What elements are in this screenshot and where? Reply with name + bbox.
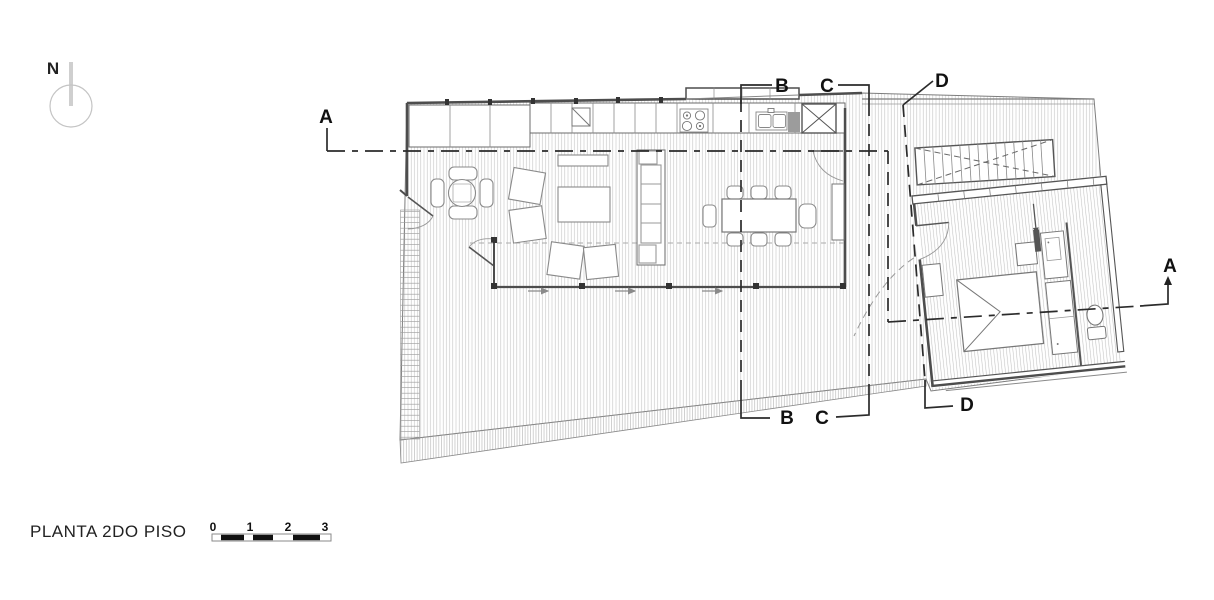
section-marker-c-top: C bbox=[820, 76, 834, 97]
bedroom-east-window bbox=[1100, 183, 1125, 353]
stair-direction-arrow bbox=[1032, 203, 1039, 234]
section-marker-b-bottom: B bbox=[780, 408, 794, 429]
north-circle bbox=[49, 84, 93, 128]
terrace-railing bbox=[491, 237, 846, 289]
bedroom-volume bbox=[910, 175, 1127, 392]
section-marker-a-right: A bbox=[1163, 256, 1177, 277]
section-c-leader-bottom bbox=[835, 392, 870, 418]
side-stair-strip bbox=[400, 209, 420, 440]
bath-cabinet bbox=[1039, 230, 1069, 280]
section-b-leader-bottom bbox=[740, 392, 770, 419]
section-b-leader-top bbox=[740, 84, 772, 104]
scale-bar: 0 1 2 3 bbox=[210, 520, 332, 542]
section-marker-c-bottom: C bbox=[815, 408, 829, 429]
duct-box bbox=[801, 103, 837, 134]
plan-title: PLANTA 2DO PISO bbox=[30, 522, 186, 541]
balcony-edge bbox=[945, 371, 1127, 392]
floor-cushions bbox=[507, 166, 620, 281]
living-furniture bbox=[430, 149, 817, 281]
oven-icon bbox=[571, 107, 591, 127]
section-marker-b-top: B bbox=[775, 76, 789, 97]
planter-strip bbox=[399, 378, 927, 464]
sink-icon bbox=[755, 108, 788, 131]
sofa-bench bbox=[557, 154, 609, 167]
section-c-leader-top bbox=[838, 84, 870, 104]
toilet-icon bbox=[1086, 304, 1107, 341]
counter-dividers bbox=[550, 102, 796, 134]
section-d-leader-bottom bbox=[924, 380, 954, 409]
round-table-set bbox=[430, 166, 494, 220]
kitchen-area bbox=[408, 87, 846, 148]
roof-below-dashed-arc bbox=[853, 251, 925, 337]
facade-posts bbox=[445, 97, 663, 105]
section-d-leader-top bbox=[902, 80, 934, 106]
wardrobe bbox=[1044, 279, 1079, 356]
section-lines bbox=[326, 80, 1172, 419]
kitchen-bay-window bbox=[685, 87, 800, 100]
stove-icon bbox=[679, 108, 709, 133]
nightstand bbox=[1014, 241, 1039, 267]
bed bbox=[956, 271, 1045, 353]
shelf-unit bbox=[636, 149, 666, 266]
north-indicator: N bbox=[47, 59, 93, 128]
bedroom-closet bbox=[921, 262, 944, 298]
low-table bbox=[557, 186, 611, 223]
bedroom-north-window bbox=[911, 175, 1108, 205]
scale-label-0: 0 bbox=[210, 520, 217, 534]
living-volume-walls bbox=[399, 91, 863, 295]
dining-table bbox=[721, 198, 797, 233]
east-wall-cabinet bbox=[831, 183, 845, 241]
section-marker-a-left: A bbox=[319, 107, 333, 128]
bedroom-door bbox=[915, 221, 950, 260]
scale-label-3: 3 bbox=[322, 520, 329, 534]
north-label: N bbox=[47, 59, 59, 78]
rear-parapet bbox=[862, 98, 1094, 105]
entry-closet bbox=[408, 104, 531, 148]
scale-label-1: 1 bbox=[247, 520, 254, 534]
sliding-door-leaf bbox=[1033, 229, 1042, 252]
bathroom-partition bbox=[1065, 222, 1083, 366]
scale-label-2: 2 bbox=[285, 520, 292, 534]
section-a-arrowhead bbox=[1164, 276, 1172, 285]
kitchen-shaft bbox=[788, 112, 800, 132]
section-d-line bbox=[902, 104, 926, 381]
section-marker-d-top: D bbox=[935, 71, 949, 92]
section-marker-d-bottom: D bbox=[960, 395, 974, 416]
staircase bbox=[914, 138, 1056, 186]
dining-set bbox=[702, 185, 817, 247]
